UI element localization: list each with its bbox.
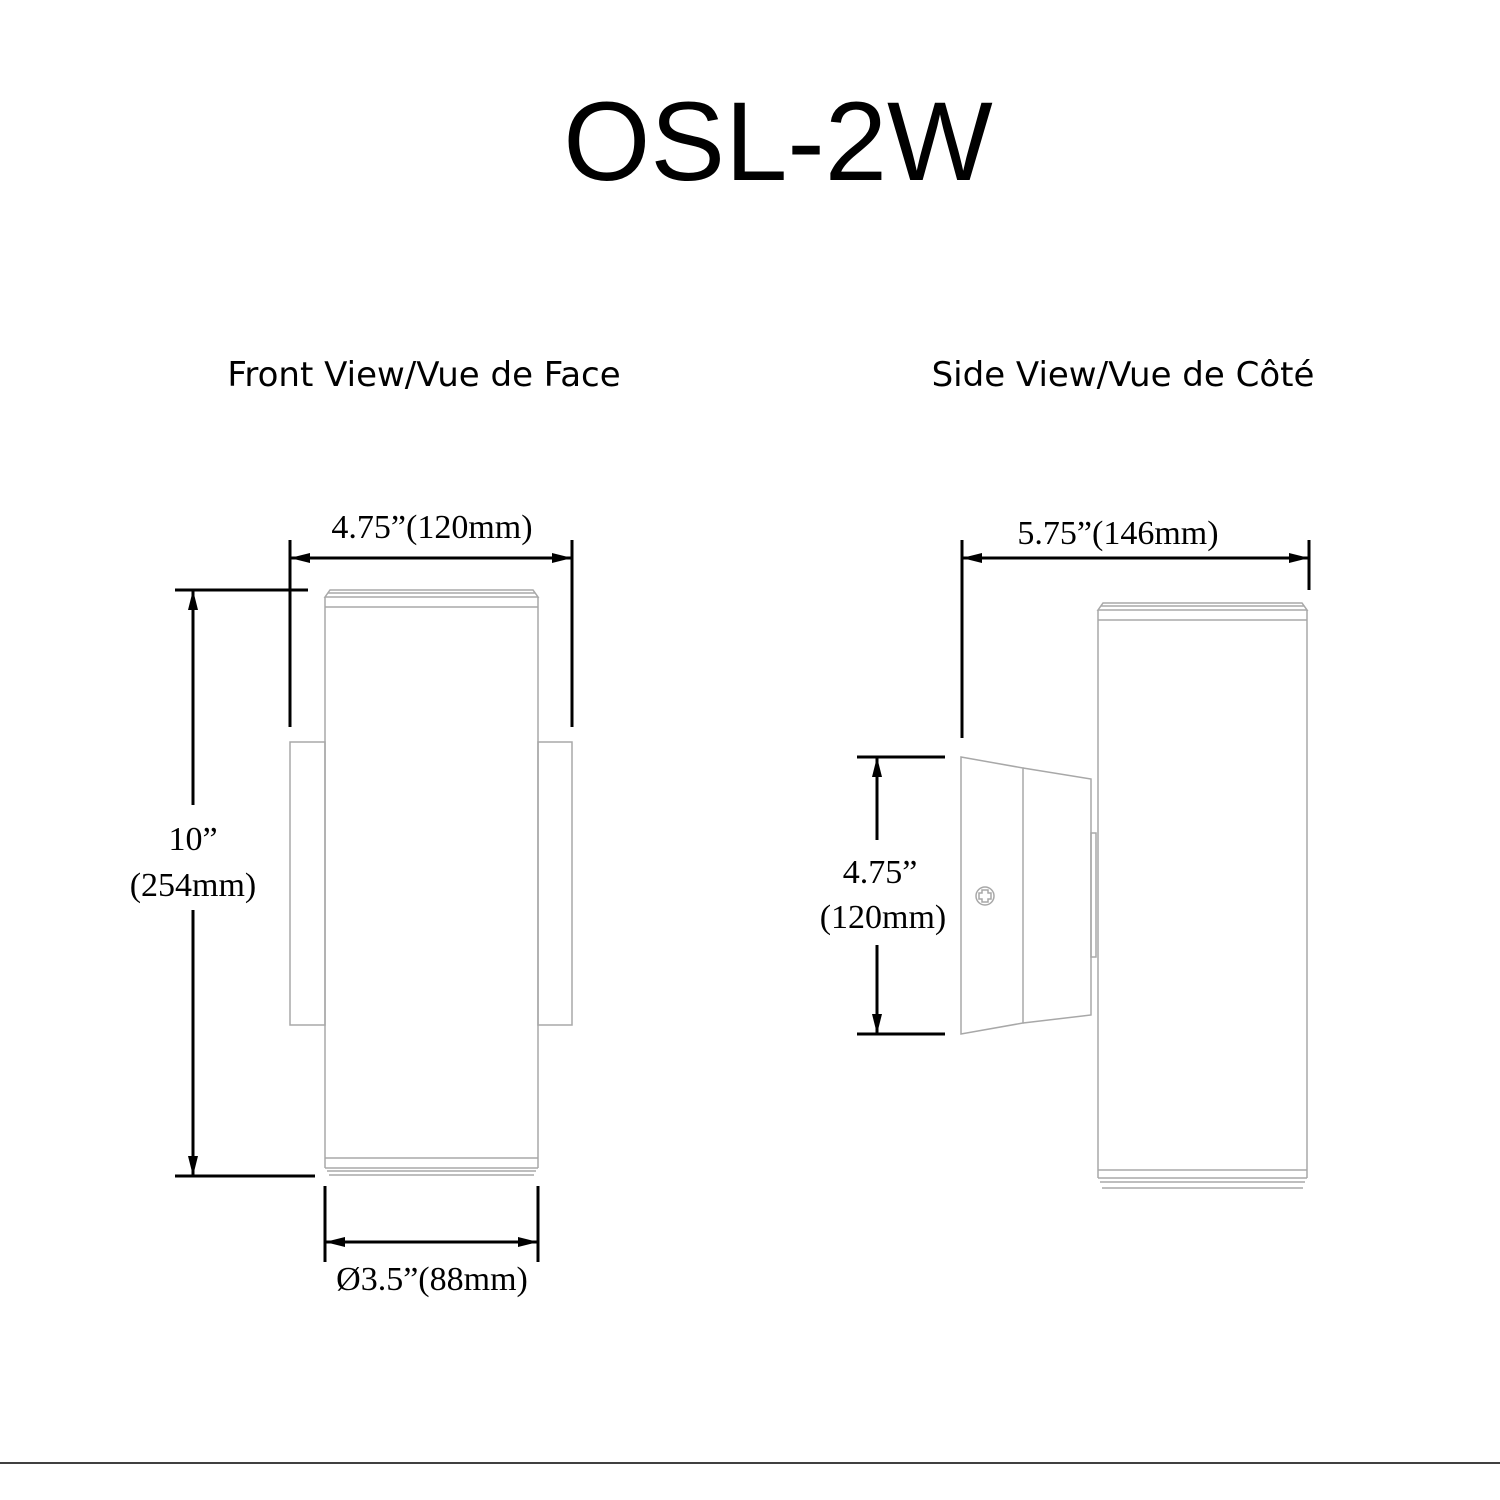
side-view-label: Side View/Vue de Côté <box>932 355 1315 395</box>
cylinder-top <box>323 589 540 1168</box>
mount-plate <box>1090 832 1097 958</box>
side-view-fixture <box>960 602 1309 1189</box>
side-depth-dimension <box>960 540 1311 738</box>
front-width-text: 4.75”(120mm) <box>331 509 532 546</box>
front-diameter-dimension <box>323 1186 540 1262</box>
side-base-dimension <box>857 755 945 1036</box>
side-cylinder-top <box>1096 602 1309 1178</box>
cylinder-bottom <box>325 1157 538 1176</box>
front-height-inches: 10” <box>168 821 217 858</box>
front-view-label: Front View/Vue de Face <box>227 355 620 395</box>
product-title: OSL-2W <box>563 79 993 204</box>
arm-taper <box>1022 767 1092 1024</box>
side-base-inches: 4.75” <box>843 854 918 891</box>
wall-plate <box>960 756 1024 1035</box>
front-width-dimension <box>288 540 574 727</box>
side-base-mm: (120mm) <box>820 899 947 936</box>
front-view-fixture <box>289 589 573 1176</box>
front-height-mm: (254mm) <box>130 867 257 904</box>
screw-cross <box>978 889 992 903</box>
side-cylinder-bottom <box>1098 1169 1307 1189</box>
side-depth-text: 5.75”(146mm) <box>1017 515 1218 552</box>
front-height-dimension <box>175 588 315 1178</box>
left-bracket <box>289 741 326 1026</box>
screw-icon <box>975 886 995 906</box>
right-bracket <box>537 741 573 1026</box>
front-diameter-text: Ø3.5”(88mm) <box>336 1261 528 1298</box>
